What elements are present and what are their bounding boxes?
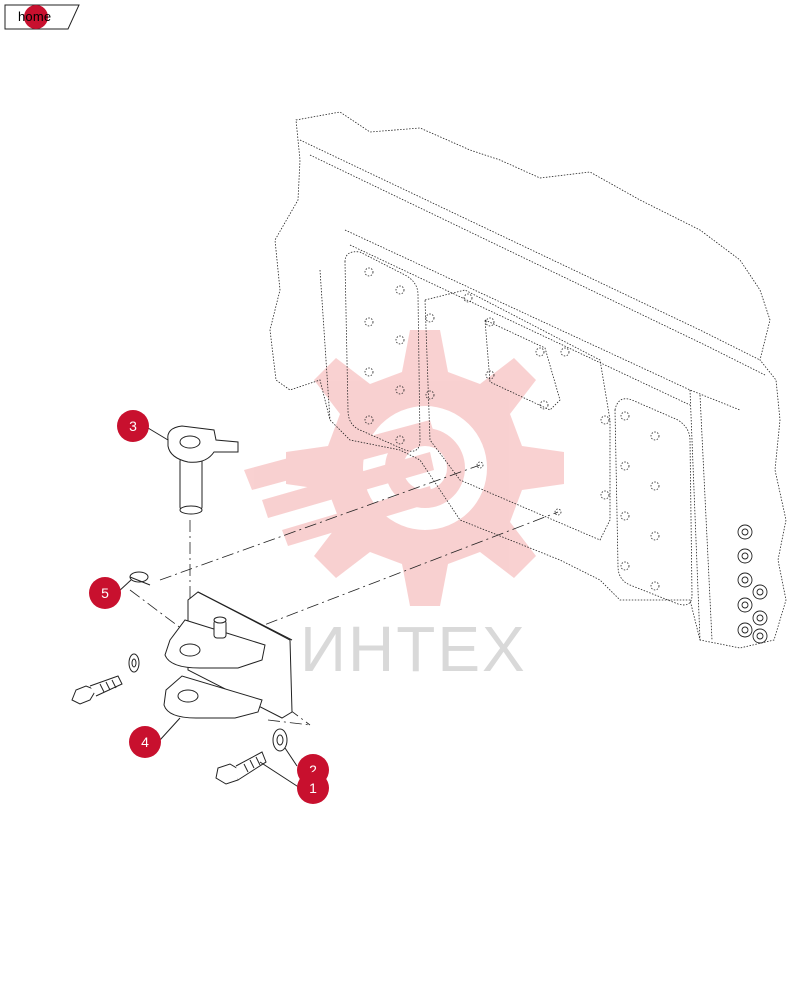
bracket-part	[163, 591, 293, 719]
home-button[interactable]: home	[4, 4, 80, 30]
callout-4[interactable]: 4	[129, 726, 161, 758]
mounting-frame	[269, 111, 787, 649]
callout-5[interactable]: 5	[89, 577, 121, 609]
left-mount-pad	[344, 251, 421, 452]
bolt-cluster	[737, 524, 768, 644]
bolt-left-part	[71, 653, 140, 705]
home-label: home	[18, 9, 52, 24]
callout-3[interactable]: 3	[117, 410, 149, 442]
right-mount-pad	[614, 398, 693, 606]
home-tab-shape	[4, 4, 80, 30]
bolt-right-part	[215, 728, 288, 785]
leader-lines	[117, 427, 301, 789]
pin-part	[167, 425, 239, 515]
clip-part	[129, 571, 151, 586]
watermark-text: ИНТЕХ	[300, 613, 527, 685]
watermark-gear-icon	[244, 330, 564, 606]
callout-1[interactable]: 1	[297, 772, 329, 804]
center-plate	[424, 289, 611, 541]
